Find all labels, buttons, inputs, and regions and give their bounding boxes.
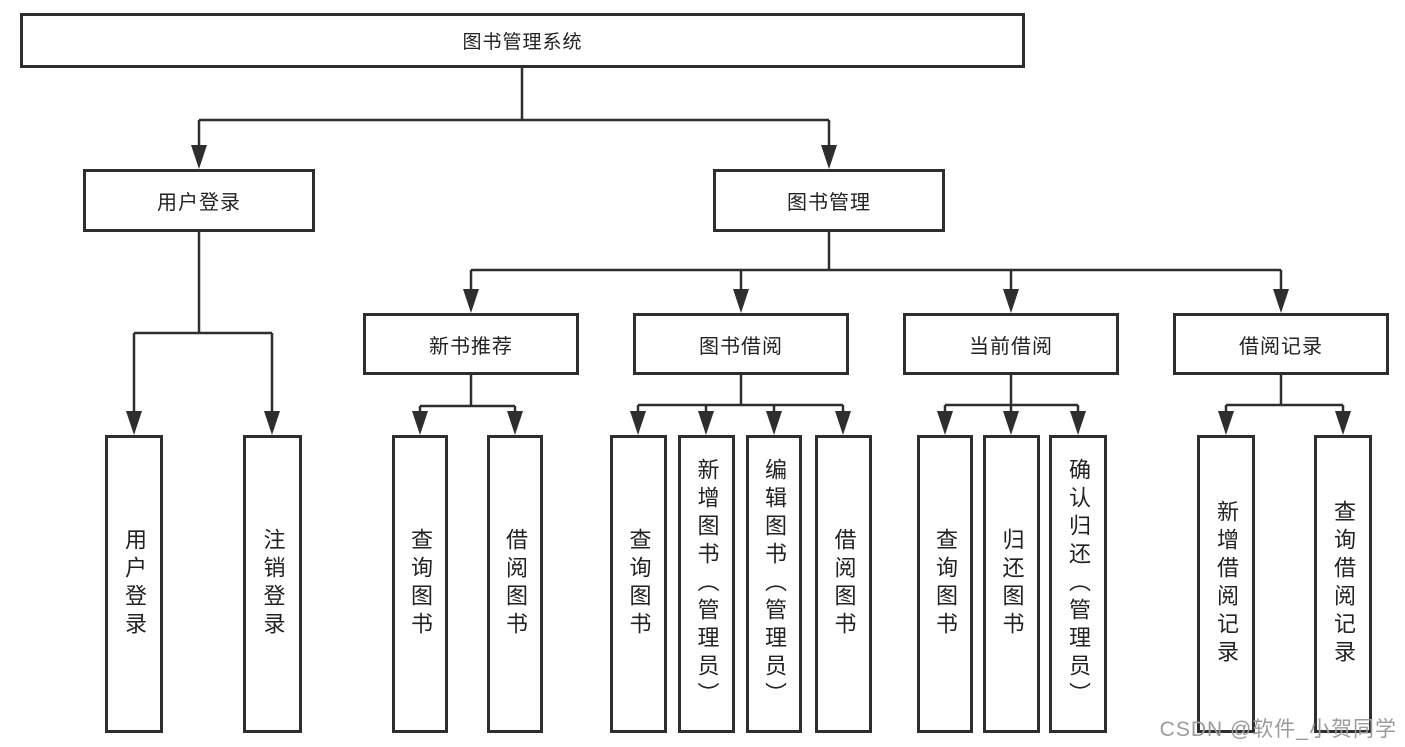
leaf-records-add-record: 新增借阅记录	[1197, 435, 1255, 733]
leaf-borrow-add-books-admin: 新增图书（管理员）	[678, 435, 735, 733]
leaf-borrow-edit-books-admin-label: 编辑图书（管理员）	[762, 458, 787, 710]
leaf-borrow-query-books-label: 查询图书	[626, 528, 652, 640]
leaf-current-query-books: 查询图书	[917, 435, 973, 733]
leaf-current-return-books-label: 归还图书	[999, 528, 1025, 640]
leaf-records-add-record-label: 新增借阅记录	[1214, 500, 1239, 668]
leaf-borrow-edit-books-admin: 编辑图书（管理员）	[746, 435, 802, 733]
node-new-book-recommend-label: 新书推荐	[429, 335, 513, 358]
node-current-borrow: 当前借阅	[903, 313, 1119, 375]
leaf-logout: 注销登录	[243, 435, 302, 733]
leaf-borrow-query-books: 查询图书	[610, 435, 667, 733]
leaf-current-confirm-return-admin-label: 确认归还（管理员）	[1066, 458, 1091, 710]
node-new-book-recommend: 新书推荐	[363, 313, 579, 375]
leaf-current-confirm-return-admin: 确认归还（管理员）	[1049, 435, 1107, 733]
node-book-management: 图书管理	[713, 169, 945, 232]
node-root-label: 图书管理系统	[462, 32, 583, 53]
leaf-current-return-books: 归还图书	[983, 435, 1040, 733]
leaf-borrow-borrow-books-label: 借阅图书	[831, 528, 857, 640]
node-root-system: 图书管理系统	[20, 13, 1025, 68]
leaf-records-query-record: 查询借阅记录	[1314, 435, 1372, 733]
leaf-current-query-books-label: 查询图书	[933, 528, 958, 640]
node-book-borrow: 图书借阅	[633, 313, 849, 375]
leaf-recommend-query-books: 查询图书	[392, 435, 448, 733]
leaf-user-login: 用户登录	[105, 435, 163, 733]
leaf-recommend-borrow-books: 借阅图书	[487, 435, 543, 733]
watermark: CSDN @软件_小贺同学	[1159, 718, 1397, 741]
node-user-login: 用户登录	[83, 169, 315, 232]
leaf-borrow-borrow-books: 借阅图书	[815, 435, 872, 733]
leaf-recommend-query-books-label: 查询图书	[408, 528, 433, 640]
leaf-borrow-add-books-admin-label: 新增图书（管理员）	[694, 458, 720, 710]
leaf-records-query-record-label: 查询借阅记录	[1331, 500, 1356, 668]
node-borrow-records: 借阅记录	[1173, 313, 1389, 375]
arrowheads	[126, 145, 1351, 435]
leaf-recommend-borrow-books-label: 借阅图书	[503, 528, 528, 640]
leaf-logout-label: 注销登录	[260, 528, 286, 640]
node-book-management-label: 图书管理	[787, 192, 871, 214]
node-user-login-label: 用户登录	[157, 192, 241, 214]
node-current-borrow-label: 当前借阅	[969, 335, 1053, 358]
node-borrow-records-label: 借阅记录	[1239, 335, 1323, 358]
leaf-user-login-label: 用户登录	[122, 528, 147, 640]
node-book-borrow-label: 图书借阅	[699, 335, 783, 358]
